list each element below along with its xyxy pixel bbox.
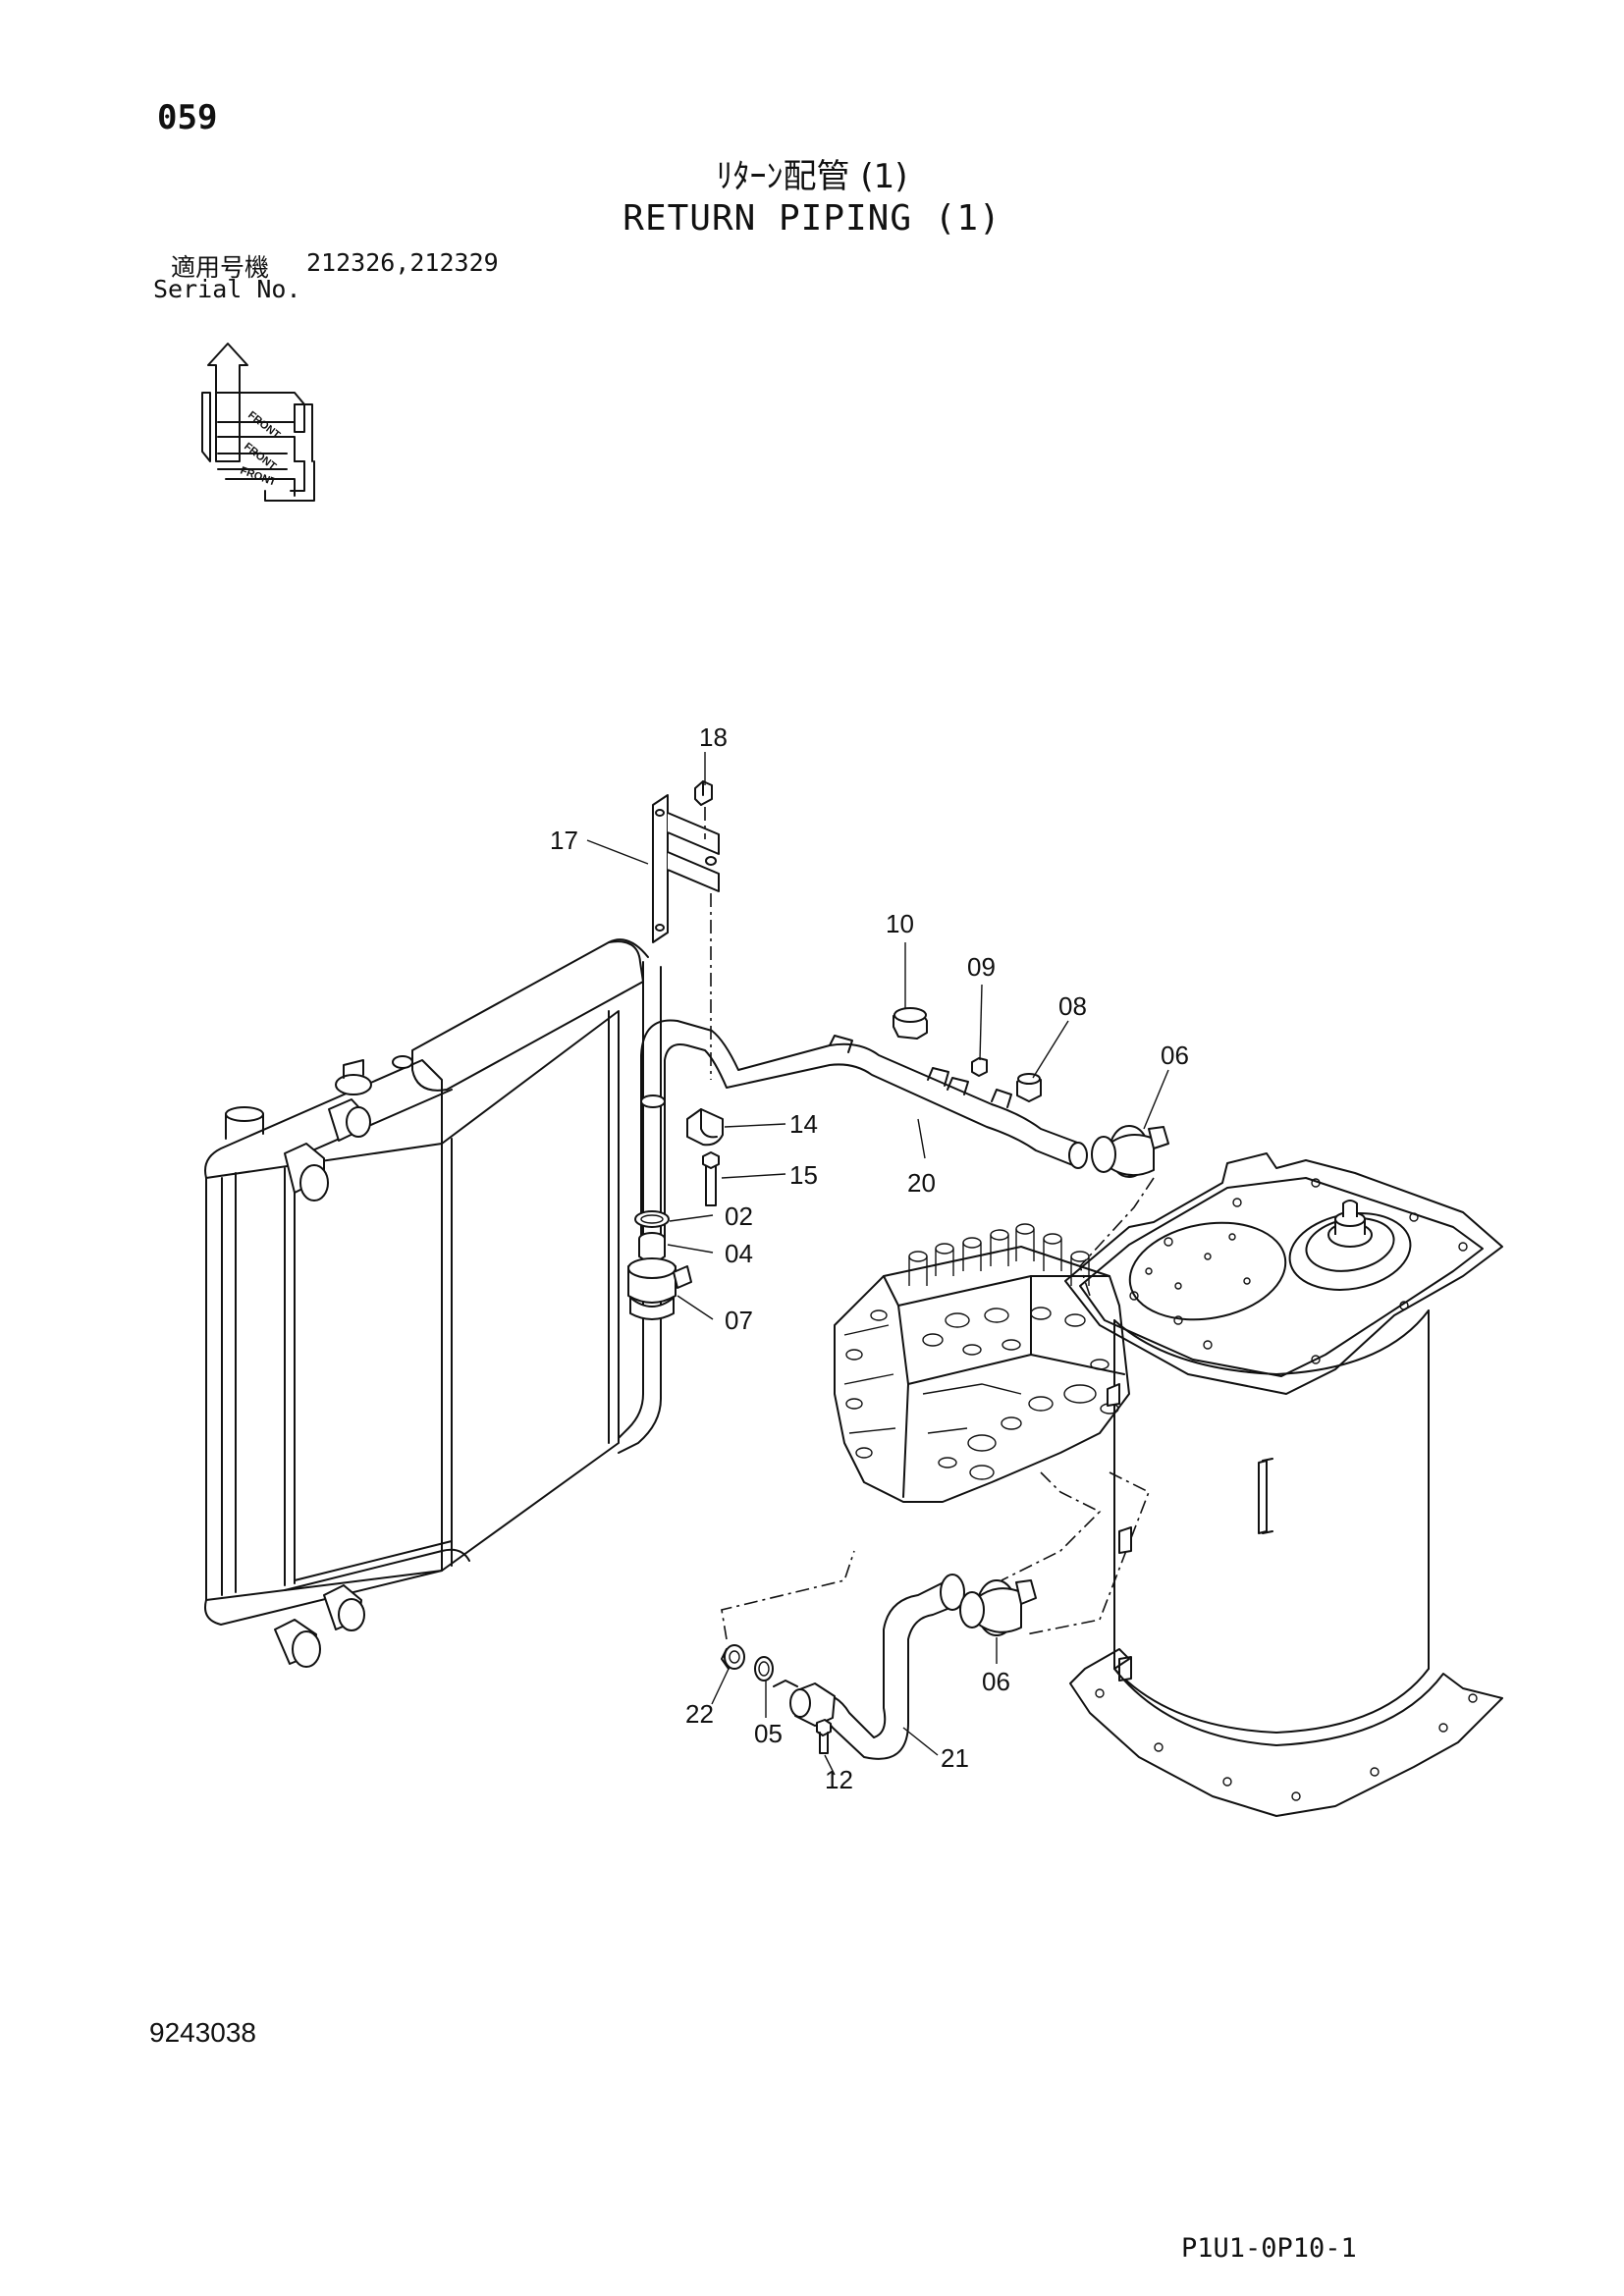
callout-22: 22 bbox=[685, 1699, 714, 1729]
page-code: P1U1-0P10-1 bbox=[1181, 2233, 1357, 2264]
orientation-icon: FRONT FRONT FRONT bbox=[201, 343, 315, 502]
title-japanese: ﾘﾀｰﾝ配管 (1) bbox=[716, 157, 908, 196]
callout-18: 18 bbox=[699, 722, 728, 752]
serial-numbers: 212326,212329 bbox=[306, 248, 499, 277]
bolt-15 bbox=[702, 1151, 720, 1206]
callout-20: 20 bbox=[907, 1168, 936, 1198]
drawing-number: 9243038 bbox=[149, 2017, 257, 2048]
page-number: 059 bbox=[157, 98, 218, 137]
callout-21: 21 bbox=[941, 1743, 969, 1773]
serial-label-japanese: 適用号機 bbox=[171, 253, 270, 282]
callout-06: 06 bbox=[1161, 1041, 1189, 1070]
hose-clamp-07 bbox=[627, 1257, 692, 1320]
plug-08 bbox=[1016, 1073, 1042, 1102]
leader-lines bbox=[586, 752, 1169, 1776]
callout-02: 02 bbox=[725, 1201, 753, 1231]
bolt-18 bbox=[694, 780, 713, 806]
bolt-12 bbox=[816, 1719, 832, 1754]
adapter-04 bbox=[638, 1232, 666, 1262]
radiator-assembly bbox=[204, 938, 662, 1668]
o-ring-05 bbox=[754, 1656, 774, 1682]
clamp-14 bbox=[686, 1108, 724, 1147]
callout-17: 17 bbox=[550, 826, 578, 855]
callout-08: 08 bbox=[1058, 991, 1087, 1021]
callout-14: 14 bbox=[789, 1109, 818, 1139]
o-ring-02 bbox=[634, 1210, 670, 1228]
plug-10 bbox=[893, 1007, 928, 1040]
bracket-17 bbox=[652, 794, 720, 943]
callout-09: 09 bbox=[967, 952, 996, 982]
hose-clamp-06-upper bbox=[1091, 1125, 1169, 1178]
callout-04: 04 bbox=[725, 1239, 753, 1268]
callout-12: 12 bbox=[825, 1765, 853, 1794]
callout-numbers: 18 17 10 09 08 06 14 15 20 02 04 07 22 0… bbox=[550, 722, 1189, 1794]
hydraulic-oil-tank bbox=[1064, 1152, 1503, 1817]
callout-10: 10 bbox=[886, 909, 914, 938]
hose-clamp-06-lower bbox=[959, 1579, 1037, 1636]
callout-06-lower: 06 bbox=[982, 1667, 1010, 1696]
adapter-22 bbox=[721, 1644, 745, 1670]
plug-09 bbox=[971, 1057, 988, 1077]
serial-label-english: Serial No. bbox=[153, 275, 301, 303]
return-pipe-21 bbox=[773, 1574, 965, 1760]
callout-07: 07 bbox=[725, 1306, 753, 1335]
callout-05: 05 bbox=[754, 1719, 783, 1748]
control-valve bbox=[834, 1223, 1130, 1503]
title-english: RETURN PIPING (1) bbox=[623, 198, 1001, 239]
callout-15: 15 bbox=[789, 1160, 818, 1190]
